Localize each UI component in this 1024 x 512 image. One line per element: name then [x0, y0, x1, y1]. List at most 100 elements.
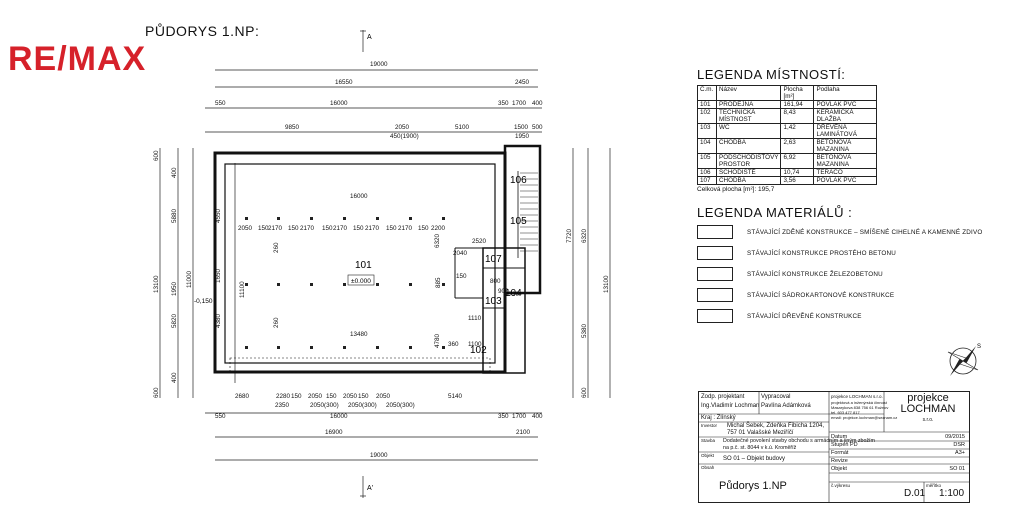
stamp-field-value: 09/2015 [945, 434, 965, 440]
dimension-label: 6320 [581, 228, 588, 243]
dimension-label: 400 [532, 100, 543, 107]
dimension-label: 2350 [275, 402, 290, 409]
dimension-label: 2170 [268, 225, 283, 232]
room-cell: 103 [697, 123, 717, 139]
vypracoval-label: Vypracoval [761, 394, 791, 400]
dimension-label: 13100 [603, 275, 610, 293]
dimension-label: 450(1900) [390, 133, 419, 140]
dimension-label: 150 [386, 225, 397, 232]
material-row: STÁVAJÍCÍ ZDĚNÉ KONSTRUKCE – SMÍŠENÉ CIH… [697, 225, 982, 239]
dimension-label: 400 [171, 372, 178, 383]
room-106-label: 106 [510, 175, 527, 186]
investor-label: Investor [701, 423, 718, 428]
material-swatch [697, 246, 733, 260]
dimension-label: 16000 [350, 193, 368, 200]
legend-materials-title: LEGENDA MATERIÁLŮ : [697, 205, 853, 220]
cislo: D.01 [904, 488, 926, 499]
dimension-label: 2050 [308, 393, 323, 400]
dimension-label: 16900 [325, 429, 343, 436]
dimension-label: 11100 [239, 281, 246, 298]
room-cell: PODSCHODIŠŤOVÝ PROSTOR [715, 153, 782, 169]
dimension-label: 2050(300) [386, 402, 415, 409]
north-arrow-icon: S [947, 344, 981, 376]
dimension-label: 4380 [215, 313, 222, 328]
room-cell: BETONOVÁ MAZANINA [813, 153, 878, 169]
dimension-label: 260 [273, 242, 280, 253]
room-103-label: 103 [485, 296, 502, 307]
north-label: S [977, 344, 981, 350]
objekt-label: Objekt [701, 453, 715, 458]
dimension-label: 150 [456, 273, 467, 280]
dimension-label: 16000 [330, 413, 348, 420]
dimension-label: 9850 [285, 124, 300, 131]
room-102-label: 102 [470, 345, 487, 356]
company-lines: projektová a inženýrská činnost Masaryko… [831, 400, 898, 420]
column [310, 283, 313, 286]
room-cell: 3,56 [780, 176, 815, 185]
dimension-label: 2520 [472, 238, 487, 245]
section-mark-bottom: A' [367, 485, 373, 492]
material-swatch [697, 267, 733, 281]
dimension-label: 360 [448, 341, 459, 348]
room-cell: WC [715, 123, 782, 139]
dimension-label: 150 [358, 393, 369, 400]
objekt: SO 01 – Objekt budovy [723, 456, 786, 462]
dimension-label: 4780 [434, 333, 441, 348]
stavba-label: Stavba [701, 438, 716, 443]
room-cell: POVLAK PVC [813, 100, 878, 109]
dimension-label: 5140 [448, 393, 463, 400]
column [277, 283, 280, 286]
column [442, 283, 445, 286]
material-swatch [697, 309, 733, 323]
dimension-label: 2170 [365, 225, 380, 232]
zodp-label: Zodp. projektant [701, 394, 745, 400]
dimension-label: 2050(300) [348, 402, 377, 409]
section-mark-top: A [367, 34, 372, 41]
dimension-label: 2450 [515, 79, 530, 86]
material-swatch [697, 288, 733, 302]
dimension-label: 800 [490, 278, 501, 285]
dimension-label: 400 [532, 413, 543, 420]
dimension-label: 550 [215, 413, 226, 420]
dimension-label: 2040 [453, 250, 468, 257]
material-label: STÁVAJÍCÍ KONSTRUKCE ŽELEZOBETONU [747, 270, 883, 278]
room-cell: 10,74 [780, 168, 815, 177]
dimension-label: 5880 [171, 208, 178, 223]
dimension-label: 150 [353, 225, 364, 232]
dimension-label: 19000 [370, 452, 388, 459]
company-text: projekce LOCHMAN s.r.o. [831, 394, 883, 399]
column [245, 283, 248, 286]
dimension-label: 4550 [215, 208, 222, 223]
room-104-label: 104 [505, 288, 522, 299]
dimension-label: 600 [153, 387, 160, 398]
material-label: STÁVAJÍCÍ SÁDROKARTONOVÉ KONSTRUKCE [747, 291, 895, 299]
th-cm: Č.m. [697, 85, 717, 101]
material-label: STÁVAJÍCÍ KONSTRUKCE PROSTÉHO BETONU [747, 249, 897, 257]
dimension-label: 1790 [505, 291, 520, 298]
stamp-field-label: Datum [831, 434, 848, 440]
dimension-label: 2170 [333, 225, 348, 232]
column [442, 217, 445, 220]
dimension-label: 1650 [215, 268, 222, 283]
material-swatch [697, 225, 733, 239]
level-left: -0,150 [194, 298, 213, 305]
material-label: STÁVAJÍCÍ ZDĚNÉ KONSTRUKCE – SMÍŠENÉ CIH… [747, 228, 983, 236]
dimension-label: 16550 [335, 79, 353, 86]
material-row: STÁVAJÍCÍ DŘEVĚNÉ KONSTRUKCE [697, 309, 862, 323]
lochman-logo: projekce LOCHMAN s.r.o. [900, 392, 956, 424]
column [343, 283, 346, 286]
room-cell: 107 [697, 176, 717, 185]
room-cell: DŘEVĚNÁ LAMINÁTOVÁ [813, 123, 878, 139]
column [245, 217, 248, 220]
th-podlaha: Podlaha [813, 85, 878, 101]
room-cell: TERACO [813, 168, 878, 177]
room-cell: PRODEJNA [715, 100, 782, 109]
room-101-level: ±0.000 [351, 278, 371, 285]
dimension-label: 1700 [512, 413, 527, 420]
